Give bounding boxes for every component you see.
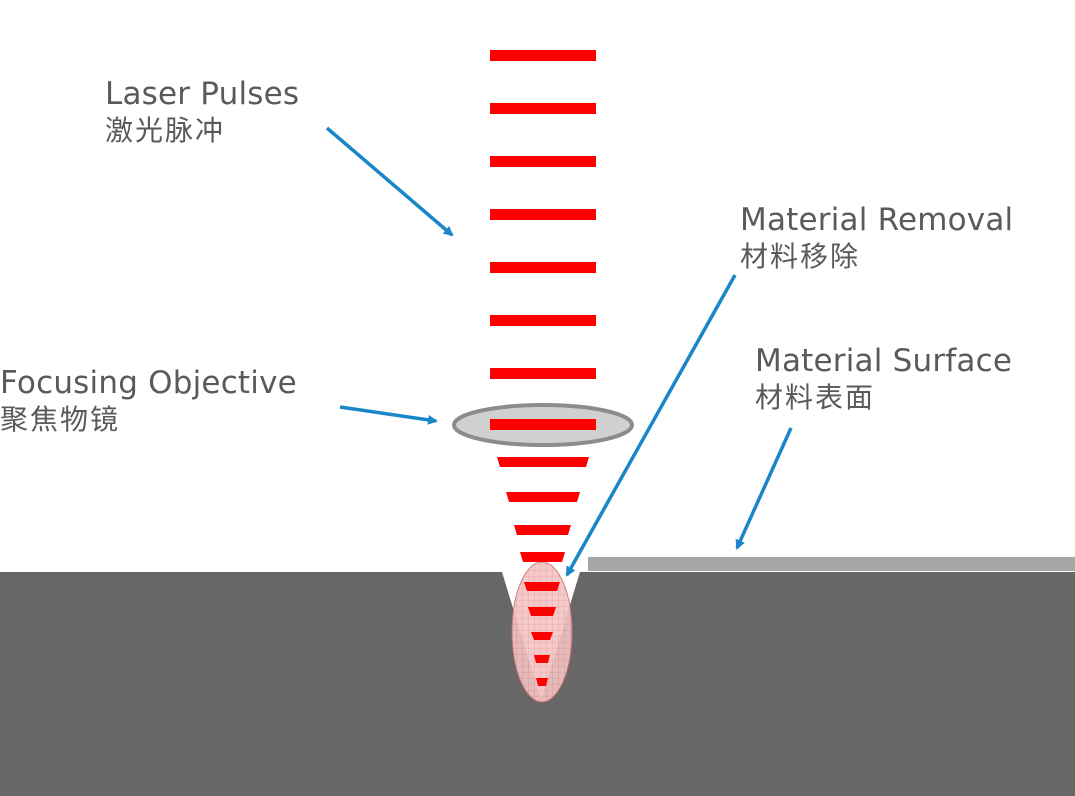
material-surface-layer — [588, 557, 1075, 571]
arrow-icon — [339, 405, 438, 425]
material-surface-label: Material Surface 材料表面 — [755, 343, 1012, 415]
laser-pulses-label-zh: 激光脉冲 — [105, 113, 226, 147]
laser-pulse — [490, 368, 596, 379]
focused-pulse — [497, 457, 589, 467]
laser-pulse — [490, 50, 596, 61]
focused-pulse — [534, 655, 550, 663]
material-surface-label-zh: 材料表面 — [755, 380, 876, 414]
focusing-objective-label-zh: 聚焦物镜 — [0, 402, 121, 436]
focused-pulse — [531, 632, 553, 640]
laser-pulse — [490, 419, 596, 430]
material-surface-label-en: Material Surface — [755, 343, 1013, 379]
laser-pulse — [490, 156, 596, 167]
material-removal-label: Material Removal 材料移除 — [740, 202, 1013, 274]
laser-pulse — [490, 262, 596, 273]
laser-pulses — [490, 50, 596, 379]
focusing-objective-label-en: Focusing Objective — [0, 365, 297, 401]
laser-pulses-label: Laser Pulses 激光脉冲 — [105, 76, 299, 148]
arrow-icon — [565, 274, 737, 577]
material-removal-label-en: Material Removal — [740, 202, 1014, 238]
laser-pulse — [490, 315, 596, 326]
arrow-icon — [735, 427, 793, 550]
focusing-objective-label: Focusing Objective 聚焦物镜 — [0, 365, 297, 437]
material-removal-label-zh: 材料移除 — [740, 239, 861, 273]
laser-pulse — [490, 209, 596, 220]
focused-pulse — [536, 678, 548, 686]
focused-pulse — [528, 607, 556, 616]
laser-pulses-label-en: Laser Pulses — [105, 76, 300, 112]
focused-pulse — [506, 492, 580, 502]
arrow-icon — [325, 126, 454, 237]
focused-pulses — [497, 457, 589, 686]
material-block — [0, 572, 1075, 796]
laser-pulse — [490, 103, 596, 114]
focused-pulse — [514, 525, 571, 535]
focused-pulse — [520, 552, 565, 562]
focused-pulse — [524, 582, 560, 591]
